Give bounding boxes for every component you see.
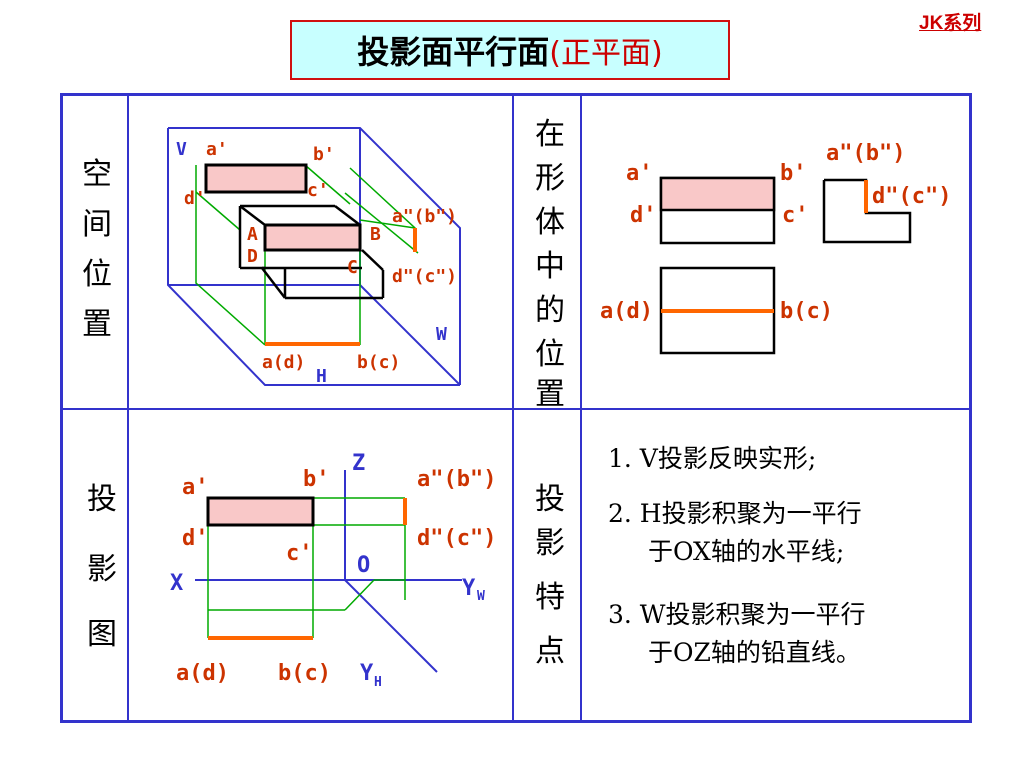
projection-view: a' b' d' c' a"(b") d"(c") a(d) b(c) Z O … [170,451,496,690]
label-d-prime: d' [630,203,657,228]
label-B: B [370,224,381,245]
label-YH-sub: H [374,675,382,690]
label-d2c2: d"(c") [392,266,457,287]
label-a-prime: a' [206,139,228,160]
label-O: O [357,553,370,578]
label-ad: a(d) [600,299,653,324]
label-H: H [316,366,327,387]
label-C: C [347,257,358,278]
label-bc: b(c) [278,661,331,686]
v-face [204,163,308,194]
label-c-prime: c' [286,541,313,566]
series-label[interactable]: JK系列 [919,13,982,34]
label-ad: a(d) [176,661,229,686]
label-bc: b(c) [780,299,833,324]
label-a2b2: a"(b") [826,141,905,166]
label-a2b2: a"(b") [417,467,496,492]
label-b-prime: b' [780,161,807,186]
label-W: W [436,324,447,345]
projectors-proj [207,497,406,638]
label-YH: Y [360,661,374,686]
label-c-prime: c' [782,203,809,228]
label-d2c2: d"(c") [872,184,951,209]
label-d-prime: d' [184,188,206,209]
label-c-prime: c' [307,180,329,201]
front-face [263,223,362,252]
title-sub: (正平面) [549,36,663,71]
feature-3-line2: 于OZ轴的铅直线。 [648,638,861,667]
label-Z: Z [352,451,365,476]
label-V: V [176,139,187,160]
label-d-prime: d' [182,526,209,551]
v-view-face [659,176,776,212]
label-D: D [247,246,258,267]
page-title: 投影面平行面(正平面) [290,20,730,80]
label-a2b2: a"(b") [392,206,457,227]
feature-2-line1: 2. H投影积聚为一平行 [608,499,862,528]
v-projection-face [206,496,315,527]
label-YW: Y [462,576,476,601]
title-main: 投影面平行面 [357,33,550,71]
label-b-prime: b' [303,467,330,492]
label-A: A [247,224,258,245]
label-a-prime: a' [182,475,209,500]
spatial-view: V a' b' d' c' A D B C a"(b") d"(c") a(d)… [167,127,461,387]
label-bc: b(c) [357,352,400,373]
label-X: X [170,571,183,596]
feature-3-line1: 3. W投影积聚为一平行 [608,600,866,629]
divider-row [60,408,972,410]
solid-position-view: a' b' d' c' a"(b") d"(c") a(d) b(c) [600,141,951,355]
label-ad: a(d) [262,352,305,373]
label-b-prime: b' [313,144,335,165]
feature-2-line2: 于OX轴的水平线; [648,537,845,566]
label-YW-sub: W [477,589,485,604]
feature-1: 1. V投影反映实形; [608,444,817,473]
label-a-prime: a' [626,161,653,186]
label-d2c2: d"(c") [417,526,496,551]
